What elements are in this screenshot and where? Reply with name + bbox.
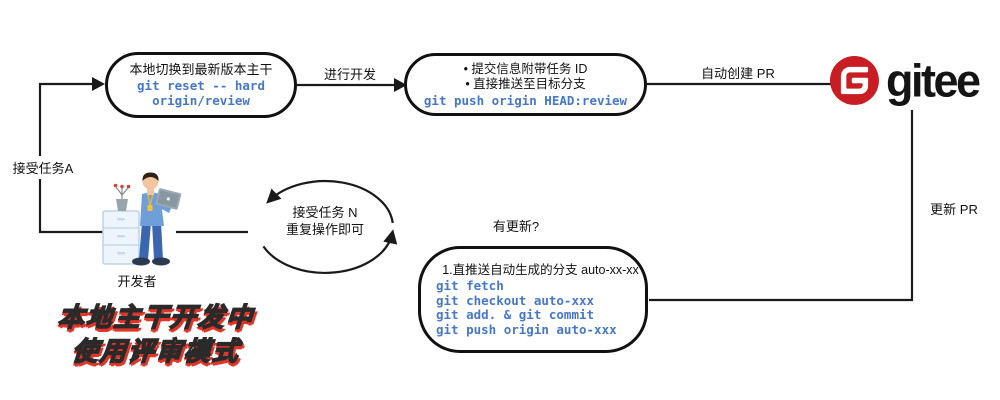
node-title: 1.直推送自动生成的分支 auto-xx-xx xyxy=(442,263,639,277)
caption-line-1: 本地主干开发中 xyxy=(56,301,256,333)
arrowhead-into-step1 xyxy=(92,77,105,91)
loop-arc-bottom xyxy=(262,229,397,274)
developer-illustration xyxy=(100,168,184,273)
gitee-icon xyxy=(830,56,879,105)
repeat-loop-arrows xyxy=(262,179,397,274)
arrowhead-into-step2 xyxy=(394,78,407,92)
loop-note-line: 重复操作即可 xyxy=(285,222,364,237)
loop-arc-top xyxy=(266,179,394,224)
label-update-pr: 更新 PR xyxy=(930,202,978,217)
label-has-update: 有更新? xyxy=(492,219,540,234)
caption: 本地主干开发中 使用评审模式 xyxy=(32,300,280,368)
node-switch-to-trunk: 本地切换到最新版本主干 git reset -- hard origin/rev… xyxy=(105,52,297,118)
git-code-line: git add. & git commit xyxy=(436,307,595,322)
caption-line-2: 使用评审模式 xyxy=(70,335,242,367)
git-code-line: origin/review xyxy=(152,93,250,108)
gitee-wordmark: gitee xyxy=(886,53,981,106)
label-develop: 进行开发 xyxy=(323,67,376,82)
node-push-to-review: • 提交信息附带任务 ID • 直接推送至目标分支 git push origi… xyxy=(404,53,647,116)
label-accept-task-a: 接受任务A xyxy=(11,156,75,179)
node-title: 本地切换到最新版本主干 xyxy=(129,62,273,77)
line-update-pr xyxy=(649,110,914,302)
git-code-line: git reset -- hard xyxy=(137,78,265,93)
gitee-logo: gitee xyxy=(830,53,981,106)
bullet-line: • 提交信息附带任务 ID xyxy=(463,61,588,76)
loop-note-line: 接受任务 N xyxy=(292,205,358,220)
label-developer: 开发者 xyxy=(117,274,157,289)
git-code-line: git push origin auto-xxx xyxy=(436,321,617,337)
loop-note: 接受任务 N 重复操作即可 xyxy=(255,204,395,238)
label-auto-create-pr: 自动创建 PR xyxy=(701,66,775,81)
git-code-line: git checkout auto-xxx xyxy=(436,292,595,308)
git-code-line: git push origin HEAD:review xyxy=(423,92,628,108)
developer-icon xyxy=(102,172,182,266)
bullet-line: • 直接推送至目标分支 xyxy=(465,77,586,91)
git-code-line: git fetch xyxy=(436,278,504,293)
node-update-auto-branch: 1.直推送自动生成的分支 auto-xx-xx git fetch git ch… xyxy=(418,246,648,353)
